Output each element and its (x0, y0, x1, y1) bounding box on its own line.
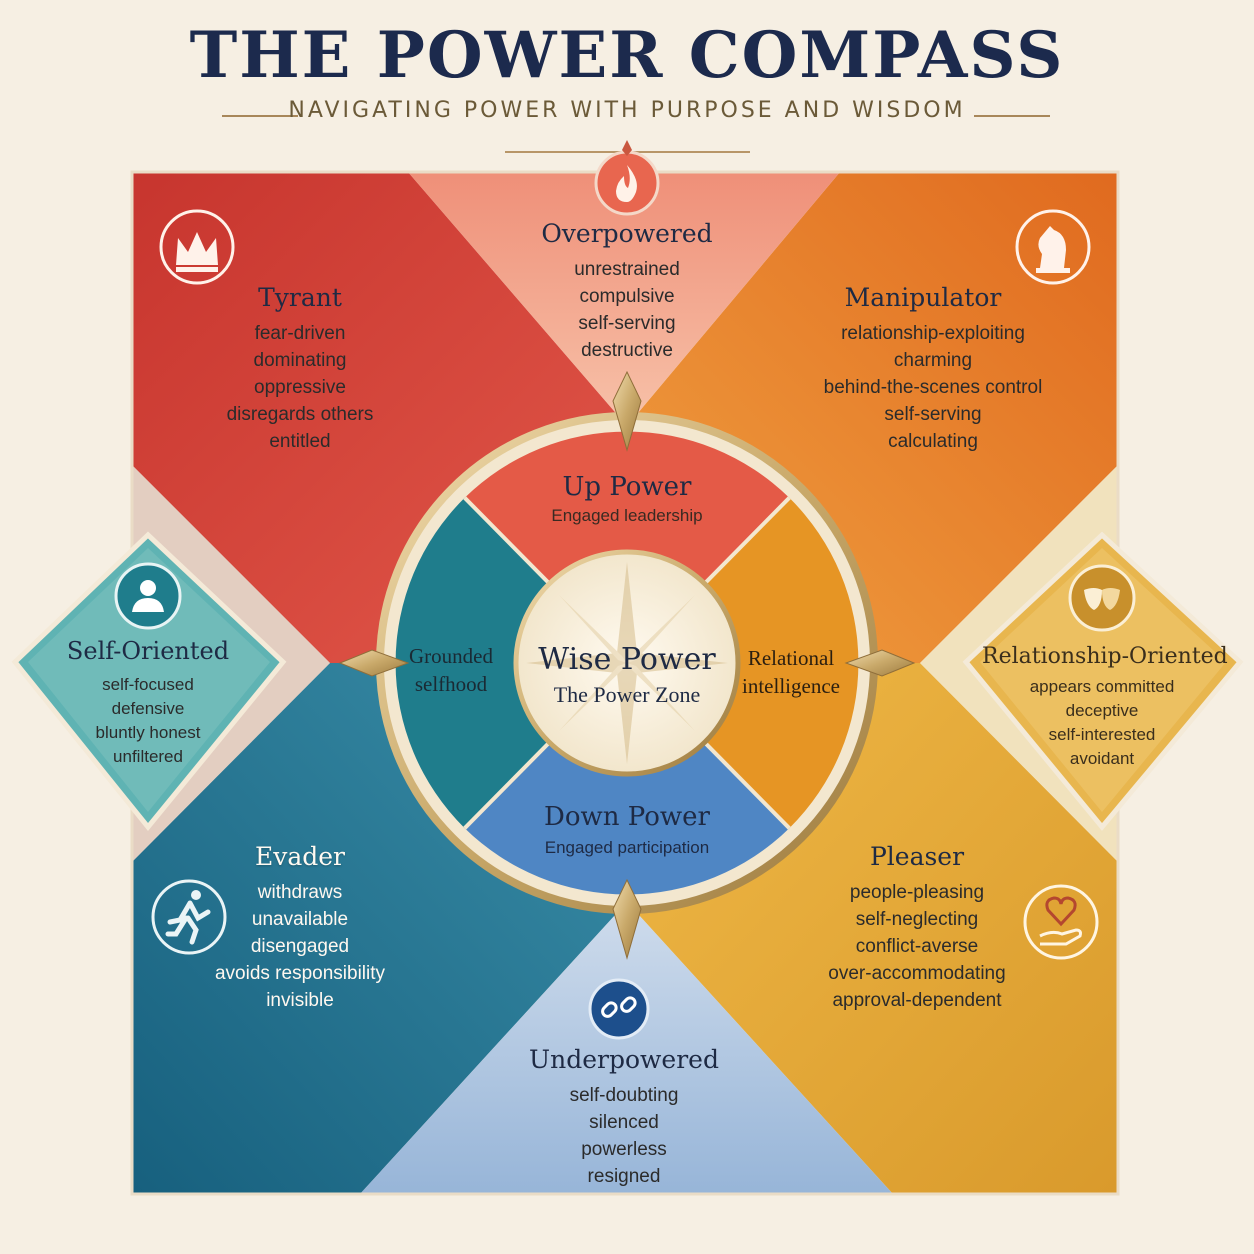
wheel-right-segment (690, 497, 859, 829)
page-title: THE POWER COMPASS (189, 18, 1065, 93)
overpowered-traits: unrestrained compulsive self-serving des… (527, 256, 727, 364)
underpowered-heading: Underpowered (529, 1045, 719, 1074)
evader-trait: invisible (266, 990, 334, 1011)
running-person-icon (151, 879, 227, 955)
evader-trait: unavailable (251, 909, 349, 930)
up-power-heading: Up Power (562, 472, 692, 502)
underpowered-traits: self-doubting silenced powerless resigne… (524, 1082, 724, 1190)
relationship-oriented-trait: avoidant (1069, 749, 1135, 768)
grounded-line: Grounded (409, 644, 493, 668)
wheel-up-segment (464, 431, 790, 598)
overpowered-trait: compulsive (579, 286, 675, 307)
pointer-east (844, 649, 916, 677)
self-oriented-trait: defensive (111, 699, 185, 718)
chess-knight-icon (1015, 209, 1091, 285)
evader-traits: withdraws unavailable disengaged avoids … (190, 879, 410, 1014)
up-power-desc: Engaged leadership (551, 506, 703, 525)
selfhood-line: selfhood (414, 672, 488, 696)
heart-hand-icon (1023, 884, 1099, 960)
self-oriented-trait: unfiltered (113, 747, 183, 766)
broken-chain-icon (588, 978, 650, 1040)
self-oriented-heading: Self-Oriented (66, 637, 230, 665)
down-power-heading: Down Power (544, 802, 710, 832)
underpowered-trait: resigned (587, 1166, 661, 1187)
page-subtitle: NAVIGATING POWER WITH PURPOSE AND WISDOM (288, 98, 966, 123)
down-power-desc: Engaged participation (544, 838, 710, 857)
grounded-selfhood-label: Grounded selfhood (392, 642, 510, 698)
overpowered-trait: self-serving (578, 313, 676, 334)
wheel-dividers (463, 496, 791, 830)
manipulator-trait: self-serving (884, 404, 982, 425)
evader-trait: avoids responsibility (214, 963, 386, 984)
underpowered-triangle (360, 902, 893, 1194)
manipulator-trait: calculating (888, 431, 978, 452)
overpowered-triangle (408, 172, 840, 426)
relationship-oriented-trait: self-interested (1048, 725, 1156, 744)
overpowered-trait: unrestrained (574, 259, 680, 280)
self-oriented-traits: self-focused defensive bluntly honest un… (58, 673, 238, 769)
tyrant-heading: Tyrant (258, 283, 342, 312)
tyrant-trait: fear-driven (254, 323, 346, 344)
tyrant-trait: dominating (253, 350, 347, 371)
manipulator-trait: relationship-exploiting (841, 323, 1025, 344)
relationship-oriented-heading: Relationship-Oriented (982, 644, 1228, 669)
pleaser-heading: Pleaser (869, 842, 965, 871)
relational-line: Relational (747, 646, 835, 670)
relationship-oriented-trait: appears committed (1029, 677, 1175, 696)
wheel-down-segment (464, 728, 790, 895)
manipulator-trait: charming (893, 350, 973, 371)
pointer-south (612, 878, 642, 960)
pleaser-traits: people-pleasing self-neglecting conflict… (802, 879, 1032, 1014)
overpowered-trait: destructive (581, 340, 673, 361)
underpowered-trait: silenced (589, 1112, 659, 1133)
pointer-north (612, 370, 642, 452)
theater-masks-icon (1068, 564, 1136, 632)
person-icon (114, 562, 182, 630)
relational-intelligence-label: Relational intelligence (732, 644, 850, 700)
self-oriented-trait: self-focused (102, 675, 194, 694)
relationship-oriented-traits: appears committed deceptive self-interes… (1012, 675, 1192, 771)
overpowered-heading: Overpowered (541, 219, 713, 248)
wise-power-desc: The Power Zone (553, 682, 701, 707)
pleaser-trait: approval-dependent (832, 990, 1002, 1011)
manipulator-heading: Manipulator (844, 283, 1002, 312)
compass-star-icon (526, 562, 728, 764)
relationship-oriented-trait: deceptive (1065, 701, 1139, 720)
relationship-diamond-inner (980, 548, 1226, 812)
self-oriented-trait: bluntly honest (95, 723, 201, 742)
pleaser-trait: self-neglecting (855, 909, 979, 930)
underpowered-trait: self-doubting (569, 1085, 679, 1106)
self-diamond-inner (28, 548, 270, 812)
manipulator-traits: relationship-exploiting charming behind-… (808, 320, 1058, 455)
intelligence-line: intelligence (742, 674, 840, 698)
pointer-west (338, 649, 410, 677)
evader-trait: disengaged (250, 936, 350, 957)
self-oriented-diamond (11, 531, 287, 831)
manipulator-trait: behind-the-scenes control (823, 377, 1043, 398)
pleaser-trait: conflict-averse (855, 936, 979, 957)
tyrant-trait: entitled (269, 431, 331, 452)
tyrant-traits: fear-driven dominating oppressive disreg… (200, 320, 400, 455)
wheel-left-segment (395, 497, 564, 829)
pleaser-trait: over-accommodating (828, 963, 1006, 984)
tyrant-trait: disregards others (226, 404, 374, 425)
wise-power-heading: Wise Power (538, 642, 716, 677)
flame-icon (594, 140, 660, 216)
evader-trait: withdraws (257, 882, 343, 903)
pleaser-trait: people-pleasing (849, 882, 985, 903)
crown-icon (159, 209, 235, 285)
evader-heading: Evader (254, 842, 346, 871)
underpowered-trait: powerless (581, 1139, 667, 1160)
relationship-oriented-diamond (962, 531, 1244, 831)
tyrant-trait: oppressive (254, 377, 346, 398)
